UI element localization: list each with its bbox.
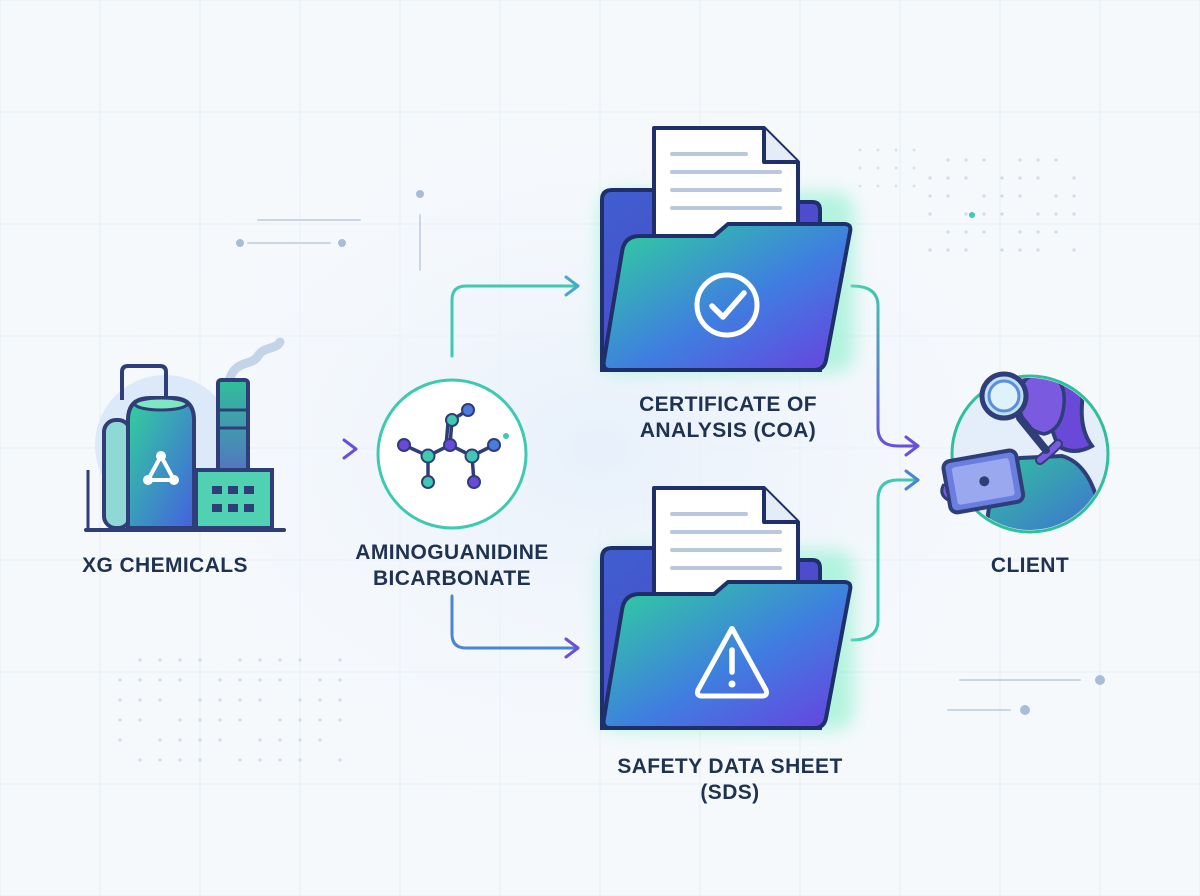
sds-node-label: SAFETY DATA SHEET (SDS) [617,755,843,804]
decorative-dot-accents [236,190,1105,715]
folder-checkmark-icon [600,126,854,372]
source-node-label: XG CHEMICALS [82,554,248,577]
arrow-sds-to-client [850,478,920,642]
arrow-product-to-coa [450,284,580,358]
decorative-lines [247,214,1081,711]
molecule-icon [376,378,528,530]
arrow-coa-to-client [850,284,920,448]
client-node-label: CLIENT [990,554,1070,577]
arrow-product-to-sds [450,594,580,650]
flow-arrows [290,275,920,659]
product-node-label: AMINOGUANIDINE BICARBONATE [355,541,549,590]
folder-warning-icon [600,486,854,730]
coa-node-label: CERTIFICATE OF ANALYSIS (COA) [639,393,817,442]
decorative-dots [118,148,1076,762]
factory-icon [84,337,286,532]
